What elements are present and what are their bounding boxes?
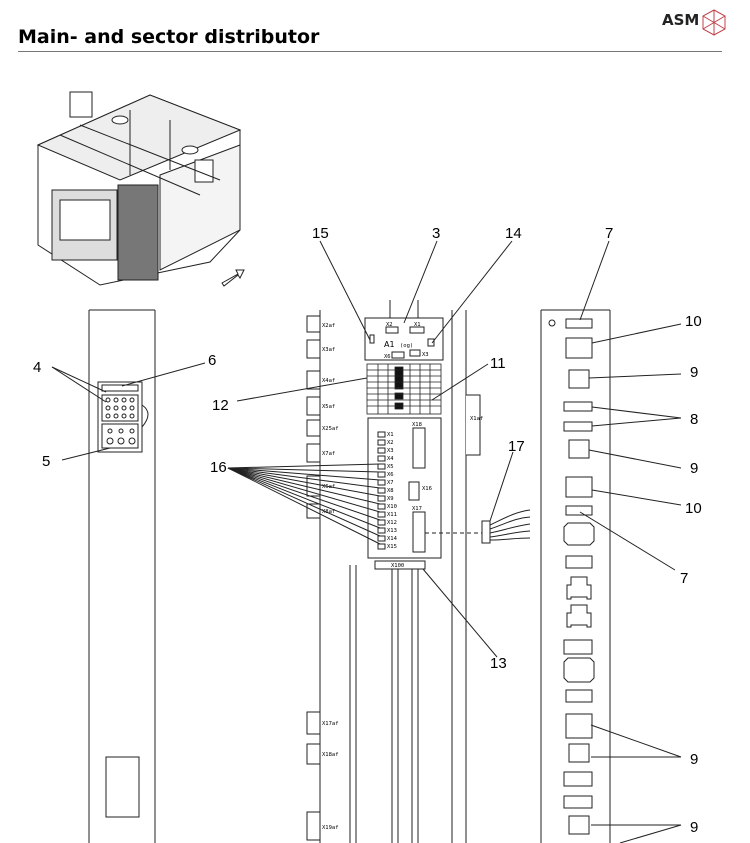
svg-text:X16: X16 [422,486,432,492]
asm-logo-icon [702,9,726,36]
callout-14: 14 [505,225,522,242]
main-distributor-column [319,300,481,843]
svg-text:X1: X1 [387,432,394,438]
machine-sketch [36,91,245,287]
callout-11: 11 [490,355,506,372]
callout-10: 10 [685,313,702,330]
callout-10: 10 [685,500,702,517]
callout-9: 9 [690,819,698,836]
brand-name: ASM [662,11,700,29]
svg-text:X4: X4 [387,456,394,462]
svg-text:X1: X1 [414,322,421,328]
leader-lines [51,240,682,843]
conn-label: X3af [322,347,335,353]
callout-3: 3 [432,225,440,242]
svg-text:X15: X15 [387,544,397,550]
conn-label: X19af [322,825,339,831]
callout-5: 5 [42,453,50,470]
callout-4: 4 [33,359,41,376]
module-a1 [364,317,444,361]
cable-bundle [425,509,531,544]
callout-12: 12 [212,397,229,414]
svg-text:X6: X6 [387,472,394,478]
conn-label: X25af [322,426,339,432]
svg-text:X10: X10 [387,504,397,510]
svg-text:X3: X3 [422,352,429,358]
callout-6: 6 [208,352,216,369]
conn-label: X5af [322,404,335,410]
callout-numbers: 15 3 14 7 10 4 6 12 11 9 8 5 9 16 17 10 … [33,225,702,836]
left-connector-tabs [306,315,321,841]
conn-label: X2af [322,323,335,329]
connector-block [97,381,143,453]
svg-text:X7: X7 [387,480,394,486]
conn-label: X17af [322,721,339,727]
sector-module [367,417,442,570]
conn-label: X4af [322,378,335,384]
module-a1-labels: X2 X1 A1 (og) X6 X3 [384,322,429,360]
svg-text:(og): (og) [400,343,413,349]
svg-text:X11: X11 [387,512,397,518]
svg-text:X18: X18 [412,422,422,428]
conn-label: X8af [322,509,335,515]
svg-text:X100: X100 [391,563,404,569]
callout-7: 7 [680,570,688,587]
callout-13: 13 [490,655,507,672]
callout-17: 17 [508,438,525,455]
callout-7: 7 [605,225,613,242]
callout-9: 9 [690,364,698,381]
svg-text:X17: X17 [412,506,422,512]
left-distributor-column [88,309,156,843]
svg-text:A1: A1 [384,340,395,349]
page-title: Main- and sector distributor [18,26,320,48]
conn-label: X1af [470,416,483,422]
svg-text:X14: X14 [387,536,398,542]
svg-text:X2: X2 [386,322,393,328]
conn-label: X18af [322,752,339,758]
svg-text:X6: X6 [384,354,391,360]
svg-text:X3: X3 [387,448,394,454]
conn-label: X7af [322,451,335,457]
svg-text:X9: X9 [387,496,394,502]
terminal-strip [366,363,442,415]
callout-9: 9 [690,460,698,477]
svg-text:X8: X8 [387,488,394,494]
sector-distributor-column [540,309,611,843]
sector-module-labels: X18 X1 X2 X3 X4 X5 X6 X7 X8 X9 X10 X11 X… [387,422,432,569]
svg-text:X5: X5 [387,464,394,470]
callout-9: 9 [690,751,698,768]
callout-16: 16 [210,459,227,476]
callout-15: 15 [312,225,329,242]
svg-text:X12: X12 [387,520,397,526]
svg-text:X13: X13 [387,528,397,534]
svg-text:X2: X2 [387,440,394,446]
title-underline [18,51,722,52]
callout-8: 8 [690,411,698,428]
